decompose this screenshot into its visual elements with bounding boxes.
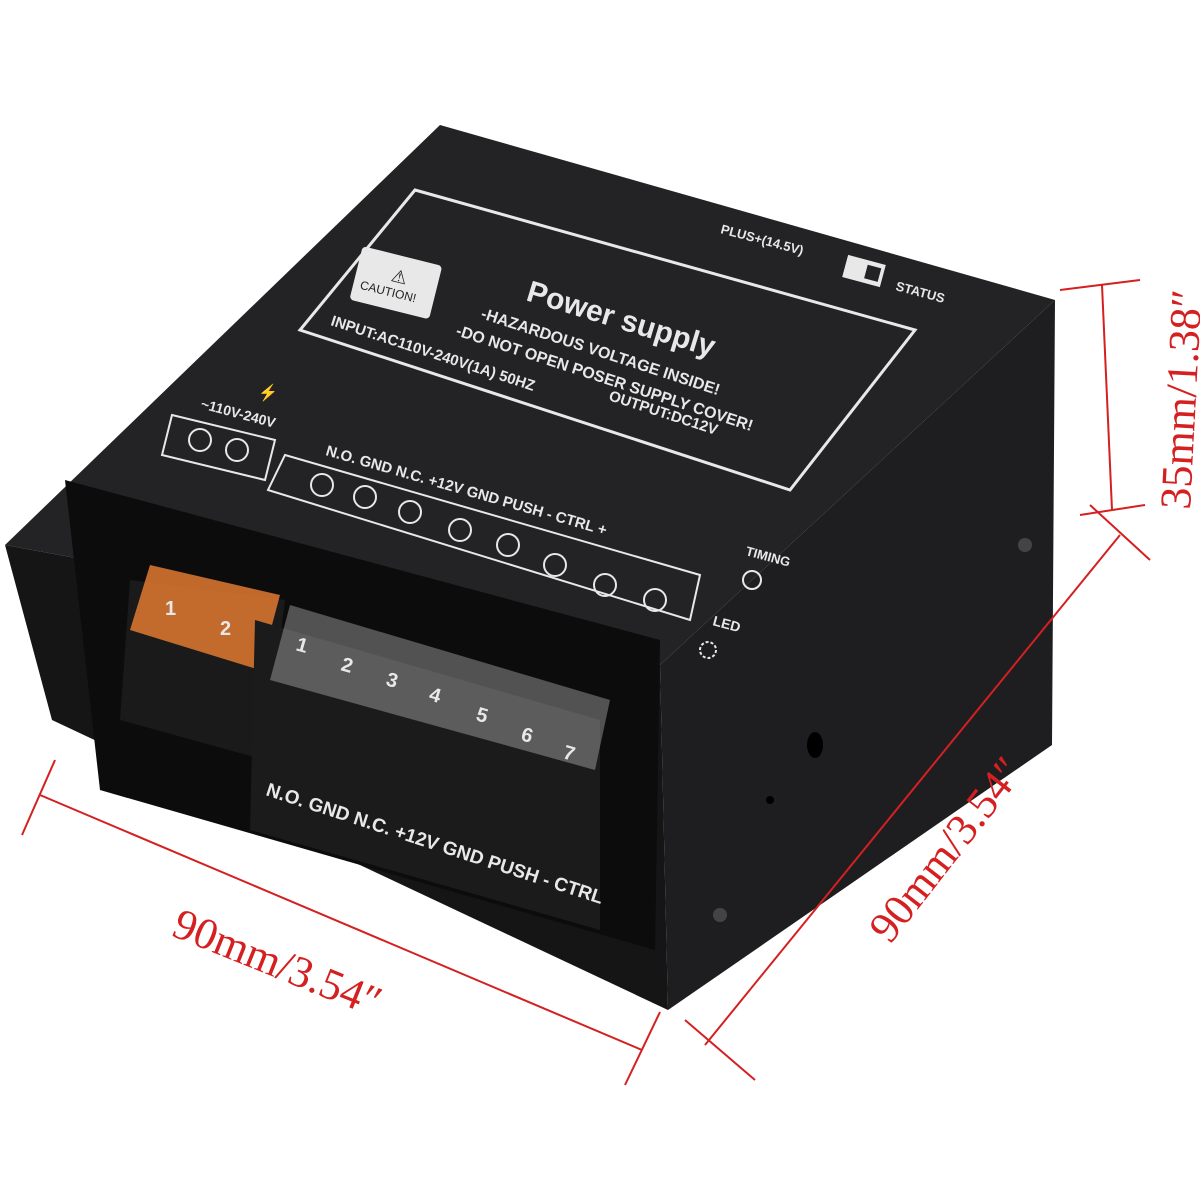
output-terminal-block — [250, 620, 600, 930]
screw-icon — [448, 518, 472, 542]
screw-icon — [543, 553, 567, 577]
height-dimension-label: 35mm/1.38″ — [1151, 288, 1200, 510]
screw-icon — [310, 473, 334, 497]
timing-icon — [742, 570, 762, 590]
led-label: LED — [711, 612, 742, 635]
width-dimension-line — [39, 794, 643, 1051]
screw-icon — [188, 428, 212, 452]
ac-number-2: 2 — [220, 618, 231, 640]
status-switch-slot — [864, 264, 882, 282]
ac-number-1: 1 — [165, 598, 176, 620]
ac-screw-frame — [160, 413, 277, 482]
led-icon — [699, 641, 717, 659]
label-panel — [297, 188, 918, 492]
lightning-icon: ⚡ — [258, 383, 278, 402]
width-tick — [624, 1011, 661, 1086]
depth-dimension-line — [704, 534, 1121, 1046]
screw-icon — [496, 533, 520, 557]
case-right-side — [660, 300, 1055, 1010]
side-hole — [766, 796, 774, 804]
width-tick — [21, 759, 56, 836]
ac-terminal-cover — [130, 565, 280, 670]
terminal-screw-frame — [266, 453, 702, 622]
case-top-face — [5, 125, 1055, 665]
screw-icon — [593, 573, 617, 597]
side-hole — [807, 732, 823, 758]
height-dimension-line — [1101, 284, 1113, 511]
screw-icon — [398, 500, 422, 524]
side-screw — [713, 908, 727, 922]
terminal-screws — [310, 473, 667, 612]
dimension-lines — [21, 279, 1151, 1086]
screw-icon — [643, 588, 667, 612]
screw-icon — [353, 485, 377, 509]
warning-triangle-icon: ⚠ — [389, 265, 409, 288]
width-dimension-label: 90mm/3.54″ — [166, 899, 388, 1027]
output-terminal-cover — [270, 605, 610, 770]
caution-badge — [350, 246, 442, 319]
depth-tick — [1089, 504, 1151, 561]
height-tick — [1059, 279, 1141, 291]
height-tick — [1079, 504, 1146, 516]
depth-tick — [684, 1019, 756, 1081]
side-screw — [1018, 538, 1032, 552]
screw-icon — [225, 438, 249, 462]
